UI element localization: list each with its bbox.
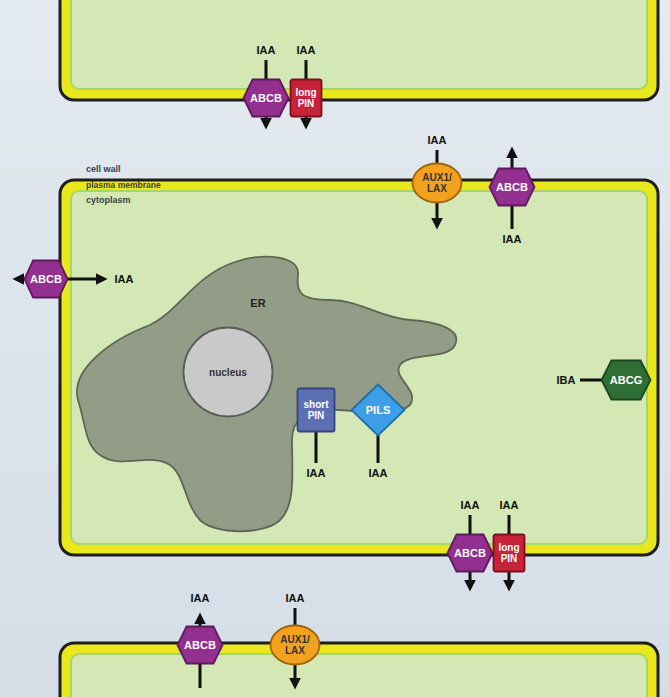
nucleus-circle: nucleus	[182, 326, 274, 418]
molecule-label: IAA	[307, 467, 326, 479]
node-outline	[413, 164, 462, 203]
transporter-box: short PIN	[296, 387, 336, 433]
transporter-hexagon: ABCB	[242, 78, 290, 118]
node-outline	[184, 328, 273, 417]
transport-arrows	[16, 60, 606, 688]
organelle-name: ER	[250, 297, 265, 309]
transporter-name: AUX1/ LAX	[419, 172, 455, 194]
cell-wall-outline	[60, 0, 658, 100]
node-outline	[244, 80, 289, 117]
transporter-name: long PIN	[292, 87, 320, 109]
region-label: cytoplasm	[86, 196, 131, 206]
node-outline	[494, 535, 525, 572]
transporter-name: ABCB	[184, 639, 216, 651]
node-outline	[448, 535, 493, 572]
transporter-name: AUX1/ LAX	[277, 634, 313, 656]
transporter-name: short PIN	[299, 399, 333, 421]
molecule-label: IAA	[286, 592, 305, 604]
node-outline	[298, 389, 335, 432]
transporter-name: PILS	[366, 404, 390, 416]
transporter-name: ABCB	[250, 92, 282, 104]
cell-wall-outline	[60, 180, 658, 555]
molecule-label: IAA	[369, 467, 388, 479]
transporter-ellipse: AUX1/ LAX	[269, 624, 321, 666]
node-outline	[291, 80, 322, 117]
transporter-name: ABCB	[454, 547, 486, 559]
node-outline	[490, 169, 535, 206]
transporter-name: ABCB	[496, 181, 528, 193]
node-outline	[25, 261, 68, 298]
molecule-label: IAA	[115, 273, 134, 285]
er-organelle: ER nucleus	[68, 250, 468, 540]
molecule-label: IAA	[500, 499, 519, 511]
transporter-hexagon: ABCB	[23, 259, 69, 299]
cell-wall-outline	[60, 643, 658, 697]
molecule-label: IAA	[503, 233, 522, 245]
molecule-label: IAA	[191, 592, 210, 604]
cells	[60, 0, 658, 697]
region-label: plasma membrane	[86, 181, 161, 190]
transporter-diamond: PILS	[350, 383, 406, 437]
transporter-box: long PIN	[492, 533, 526, 573]
node-outline	[271, 626, 320, 665]
node-outline	[602, 361, 651, 400]
transporter-name: ABCG	[610, 374, 642, 386]
transporter-ellipse: AUX1/ LAX	[411, 162, 463, 204]
transporter-hexagon: ABCB	[176, 625, 224, 665]
transporter-hexagon: ABCB	[446, 533, 494, 573]
node-outline	[77, 257, 456, 532]
transporter-name: long PIN	[495, 542, 523, 564]
cytoplasm-area	[71, 654, 647, 697]
node-shape	[68, 250, 468, 540]
cytoplasm-area	[71, 0, 647, 89]
cytoplasm-area	[71, 191, 647, 544]
transporter-hexagon: ABCG	[600, 359, 652, 401]
region-label: cell wall	[86, 165, 121, 175]
transporter-box: long PIN	[289, 78, 323, 118]
transporter-hexagon: ABCB	[488, 167, 536, 207]
node-outline	[178, 627, 223, 664]
molecule-label: IAA	[428, 134, 447, 146]
molecule-label: IAA	[257, 44, 276, 56]
node-outline	[352, 385, 405, 436]
transporter-name: ABCB	[30, 273, 62, 285]
molecule-label: IAA	[461, 499, 480, 511]
molecule-label: IAA	[297, 44, 316, 56]
organelle-name: nucleus	[209, 367, 247, 378]
molecule-label: IBA	[557, 374, 576, 386]
